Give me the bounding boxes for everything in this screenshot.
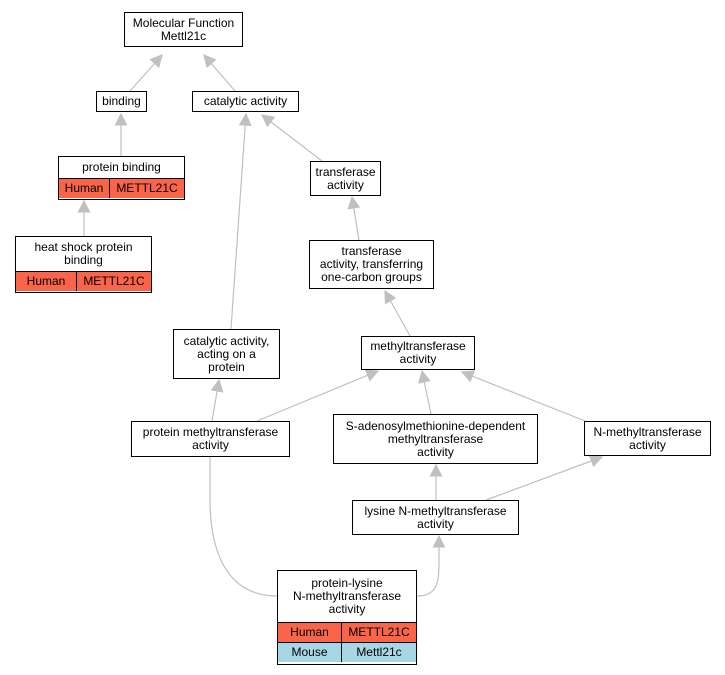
label-line: activity: [629, 437, 666, 452]
label-line: N-methyltransferase: [593, 424, 702, 439]
node-label: transferase activity: [311, 162, 380, 195]
node-catalytic-activity[interactable]: catalytic activity: [192, 91, 299, 112]
label-line: activity, transferring: [319, 257, 424, 271]
edge-transferase-to-catalytic: [260, 114, 323, 162]
node-label: catalytic activity, acting on a protein: [174, 330, 279, 378]
annotation-row: Mouse Mettl21c: [278, 642, 416, 662]
label-line: Molecular Function: [132, 15, 235, 30]
label-line: protein: [208, 359, 245, 374]
node-label: S-adenosylmethionine-dependent methyltra…: [334, 415, 537, 463]
edge-catalytic-protein-to-catalytic: [230, 112, 252, 330]
node-label: catalytic activity: [193, 92, 298, 111]
edge-protein-lysine-to-protein-methyl: [203, 440, 278, 597]
node-label: lysine N-methyltransferase activity: [353, 501, 518, 534]
label-line: one-carbon groups: [321, 270, 422, 284]
node-catalytic-activity-on-protein[interactable]: catalytic activity, acting on a protein: [173, 329, 280, 379]
edge-catalytic-to-mf: [203, 54, 236, 92]
gene-cell: METTL21C: [341, 623, 416, 642]
node-binding[interactable]: binding: [96, 91, 147, 112]
edge-protein-methyl-to-catalytic-protein: [210, 378, 224, 422]
label-line: protein-lysine: [311, 576, 383, 590]
species-cell: Human: [59, 179, 109, 198]
node-protein-binding[interactable]: protein binding Human METTL21C: [58, 156, 185, 200]
node-label: protein methyltransferase activity: [132, 422, 289, 456]
gene-cell: METTL21C: [109, 179, 184, 198]
edge-sam-to-methyltransferase: [418, 369, 432, 415]
node-label: protein binding: [59, 157, 184, 178]
label-line: protein methyltransferase: [142, 425, 279, 439]
edge-n-methyl-to-methyltransferase: [460, 370, 591, 424]
label-line: catalytic activity: [203, 94, 288, 108]
node-sam-dependent-methyltransferase[interactable]: S-adenosylmethionine-dependent methyltra…: [333, 414, 538, 464]
edge-protein-lysine-to-lysine: [416, 534, 446, 597]
node-protein-methyltransferase[interactable]: protein methyltransferase activity: [131, 421, 290, 457]
node-label: heat shock protein binding: [16, 237, 151, 271]
label-line: lysine N-methyltransferase: [364, 503, 507, 518]
label-line: acting on a: [197, 346, 256, 361]
label-line: binding: [64, 253, 103, 267]
label-line: protein binding: [82, 160, 161, 174]
label-line: binding: [102, 94, 141, 108]
gene-cell: Mettl21c: [341, 643, 416, 662]
annotation-row: Human METTL21C: [16, 271, 151, 291]
species-cell: Human: [16, 272, 76, 291]
label-line: activity: [417, 444, 454, 459]
species-cell: Mouse: [278, 643, 341, 662]
edge-methyltransferase-to-one-carbon: [384, 289, 411, 337]
gene-cell: METTL21C: [76, 272, 151, 291]
node-methyltransferase-activity[interactable]: methyltransferase activity: [361, 336, 475, 370]
node-label: protein-lysine N-methyltransferase activ…: [278, 571, 416, 622]
node-transferase-one-carbon[interactable]: transferase activity, transferring one-c…: [309, 240, 434, 289]
edge-one-carbon-to-transferase: [347, 195, 361, 241]
annotation-row: Human METTL21C: [59, 178, 184, 198]
node-transferase-activity[interactable]: transferase activity: [310, 161, 381, 196]
label-line: N-methyltransferase: [292, 589, 402, 603]
label-line: activity: [327, 177, 364, 192]
node-heat-shock-protein-binding[interactable]: heat shock protein binding Human METTL21…: [15, 236, 152, 293]
edge-protein-methyl-to-methyltransferase: [256, 369, 380, 422]
label-line: activity: [417, 516, 454, 531]
edge-binding-to-mf: [129, 54, 163, 92]
label-line: transferase: [315, 164, 376, 179]
node-lysine-n-methyltransferase[interactable]: lysine N-methyltransferase activity: [352, 500, 519, 535]
label-line: activity: [328, 602, 366, 616]
label-line: activity: [192, 438, 229, 452]
annotation-row: Human METTL21C: [278, 622, 416, 642]
node-label: transferase activity, transferring one-c…: [310, 241, 433, 288]
label-line: transferase: [341, 244, 402, 258]
label-line: S-adenosylmethionine-dependent: [345, 418, 526, 433]
label-line: Mettl21c: [160, 28, 207, 43]
node-label: N-methyltransferase activity: [585, 422, 710, 455]
node-protein-lysine-n-methyltransferase[interactable]: protein-lysine N-methyltransferase activ…: [277, 570, 417, 665]
label-line: heat shock protein: [34, 240, 133, 254]
node-label: binding: [97, 92, 146, 111]
species-cell: Human: [278, 623, 341, 642]
node-label: Molecular Function Mettl21c: [125, 13, 242, 46]
label-line: methyltransferase: [387, 431, 484, 446]
node-n-methyltransferase[interactable]: N-methyltransferase activity: [584, 421, 711, 456]
label-line: catalytic activity,: [183, 333, 270, 348]
label-line: activity: [399, 352, 437, 366]
edge-lysine-to-n-methyl: [485, 454, 604, 501]
node-label: methyltransferase activity: [362, 337, 474, 369]
label-line: methyltransferase: [370, 339, 466, 353]
node-molecular-function[interactable]: Molecular Function Mettl21c: [124, 12, 243, 47]
